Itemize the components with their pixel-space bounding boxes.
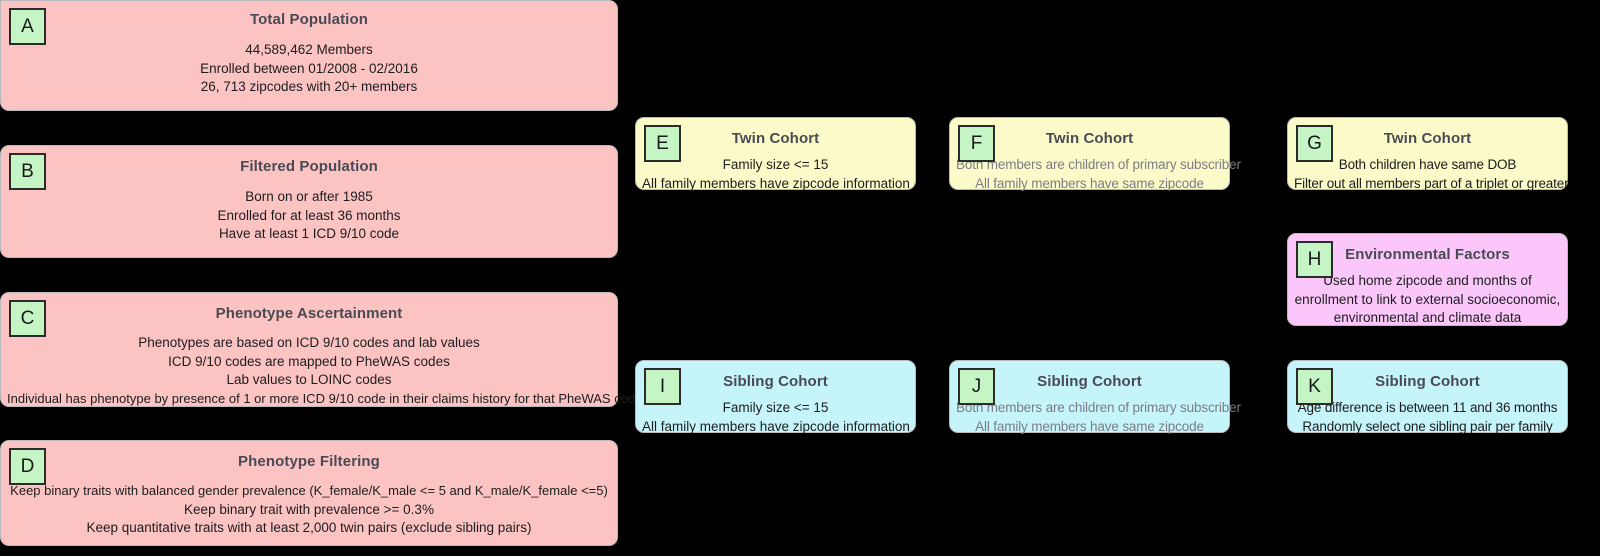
panel-tag-i: I xyxy=(644,368,681,405)
panel-title-c: Phenotype Ascertainment xyxy=(215,305,403,322)
panel-title-f: Twin Cohort xyxy=(1045,130,1134,147)
panel-body-f: Both members are children of primary sub… xyxy=(950,147,1241,193)
panel-tag-k: K xyxy=(1296,368,1333,405)
panel-body-j: Both members are children of primary sub… xyxy=(950,390,1241,436)
panel-line: Both children have same DOB xyxy=(1338,157,1517,172)
panel-line: All family members have zipcode informat… xyxy=(642,175,910,191)
panel-tag-c: C xyxy=(9,300,46,337)
panel-line: Age difference is between 11 and 36 mont… xyxy=(1297,400,1558,415)
panel-line: Have at least 1 ICD 9/10 code xyxy=(218,226,400,241)
panel-line: All family members have same zipcode xyxy=(975,175,1204,191)
panel-line: Both members are children of primary sub… xyxy=(956,157,1241,172)
panel-title-a: Total Population xyxy=(250,11,368,28)
panel-total-population: A Total Population 44,589,462 Members En… xyxy=(0,0,618,111)
panel-sibling-cohort-k: K Sibling Cohort Age difference is betwe… xyxy=(1287,360,1568,436)
panel-line: 26, 713 zipcodes with 20+ members xyxy=(200,79,418,94)
panel-tag-b: B xyxy=(9,153,46,190)
panel-line: Enrolled for at least 36 months xyxy=(217,207,401,223)
panel-sibling-cohort-i: I Sibling Cohort Family size <= 15 All f… xyxy=(635,360,916,436)
panel-phenotype-filtering: D Phenotype Filtering Keep binary traits… xyxy=(0,440,618,546)
panel-line: Both members are children of primary sub… xyxy=(956,400,1241,415)
panel-line: All family members have same zipcode xyxy=(975,418,1204,434)
panel-body-d: Keep binary traits with balanced gender … xyxy=(1,470,617,538)
panel-phenotype-ascertainment: C Phenotype Ascertainment Phenotypes are… xyxy=(0,292,643,408)
panel-tag-j: J xyxy=(958,368,995,405)
panel-tag-d: D xyxy=(9,448,46,485)
panel-line: Keep binary traits with balanced gender … xyxy=(10,483,608,498)
panel-body-h: Used home zipcode and months of enrollme… xyxy=(1288,263,1567,328)
panel-line: Filter out all members part of a triplet… xyxy=(1294,175,1569,191)
panel-line: Family size <= 15 xyxy=(722,157,829,172)
panel-twin-cohort-g: G Twin Cohort Both children have same DO… xyxy=(1287,117,1569,193)
panel-title-d: Phenotype Filtering xyxy=(238,453,380,470)
panel-filtered-population: B Filtered Population Born on or after 1… xyxy=(0,145,618,258)
panel-line: Keep binary trait with prevalence >= 0.3… xyxy=(184,501,434,517)
panel-line: Born on or after 1985 xyxy=(245,189,373,204)
panel-tag-h: H xyxy=(1296,241,1333,278)
panel-line: Phenotypes are based on ICD 9/10 codes a… xyxy=(138,335,480,350)
panel-body-g: Both children have same DOB Filter out a… xyxy=(1288,147,1569,193)
panel-twin-cohort-e: E Twin Cohort Family size <= 15 All fami… xyxy=(635,117,916,193)
panel-title-i: Sibling Cohort xyxy=(723,373,828,390)
panel-line: Randomly select one sibling pair per fam… xyxy=(1302,418,1553,434)
panel-line: Enrolled between 01/2008 - 02/2016 xyxy=(200,60,418,76)
panel-sibling-cohort-j: J Sibling Cohort Both members are childr… xyxy=(949,360,1241,436)
panel-tag-a: A xyxy=(9,8,46,45)
panel-environmental-factors: H Environmental Factors Used home zipcod… xyxy=(1287,233,1568,326)
panel-title-j: Sibling Cohort xyxy=(1037,373,1142,390)
panel-title-h: Environmental Factors xyxy=(1345,246,1510,263)
panel-line: Individual has phenotype by presence of … xyxy=(7,390,643,406)
panel-twin-cohort-f: F Twin Cohort Both members are children … xyxy=(949,117,1241,193)
panel-body-i: Family size <= 15 All family members hav… xyxy=(636,390,915,436)
panel-body-b: Born on or after 1985 Enrolled for at le… xyxy=(1,175,617,244)
panel-tag-f: F xyxy=(958,125,995,162)
panel-body-k: Age difference is between 11 and 36 mont… xyxy=(1288,390,1567,436)
panel-line: Lab values to LOINC codes xyxy=(226,372,392,387)
panel-line: 44,589,462 Members xyxy=(245,42,373,57)
panel-line: ICD 9/10 codes are mapped to PheWAS code… xyxy=(168,353,450,369)
panel-tag-e: E xyxy=(644,125,681,162)
panel-line: Keep quantitative traits with at least 2… xyxy=(86,520,532,535)
panel-title-k: Sibling Cohort xyxy=(1375,373,1480,390)
panel-title-g: Twin Cohort xyxy=(1383,130,1472,147)
panel-body-e: Family size <= 15 All family members hav… xyxy=(636,147,915,193)
panel-body-a: 44,589,462 Members Enrolled between 01/2… xyxy=(1,28,617,97)
panel-line: Family size <= 15 xyxy=(722,400,829,415)
panel-body-c: Phenotypes are based on ICD 9/10 codes a… xyxy=(1,322,643,408)
panel-line: All family members have zipcode informat… xyxy=(642,418,910,434)
panel-tag-g: G xyxy=(1296,125,1333,162)
panel-title-b: Filtered Population xyxy=(240,158,378,175)
panel-title-e: Twin Cohort xyxy=(731,130,820,147)
panel-line: Used home zipcode and months of enrollme… xyxy=(1294,273,1561,325)
